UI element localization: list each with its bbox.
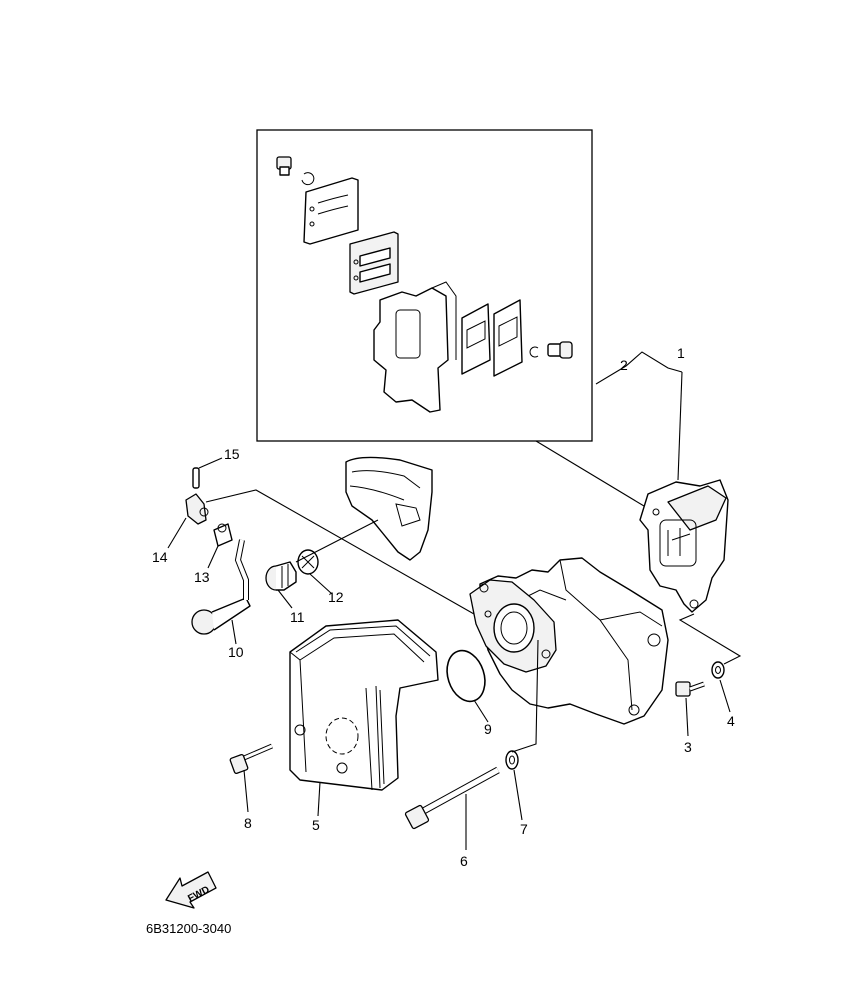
callout-10: 10	[228, 644, 244, 660]
callout-14: 14	[152, 549, 168, 565]
inset-screw-top	[276, 156, 315, 186]
leader-lines	[167, 457, 742, 850]
bolt-short	[229, 743, 273, 774]
bolt-long	[404, 766, 500, 830]
callout-1: 1	[677, 345, 685, 361]
inset-reed-stopper	[303, 177, 359, 245]
pin-15	[192, 467, 200, 489]
callout-6: 6	[460, 853, 468, 869]
callout-9: 9	[484, 721, 492, 737]
inset-reed-body	[373, 281, 457, 413]
callout-5: 5	[312, 817, 320, 833]
carburetor	[469, 579, 557, 673]
washer-4	[711, 661, 725, 679]
callout-13: 13	[194, 569, 210, 585]
forward-direction-arrow: FWD	[165, 871, 217, 909]
intake-silencer	[289, 619, 439, 791]
callout-labels: 1 2 3 4 5 6 7 8 9 10 11 12 13 14 15	[152, 345, 735, 869]
callout-8: 8	[244, 815, 252, 831]
inset-gasket-b	[493, 299, 523, 377]
bolt-3	[675, 681, 705, 697]
inset-reed-petal	[349, 231, 399, 295]
reed-valve-detail-inset	[256, 129, 593, 442]
callout-7: 7	[520, 821, 528, 837]
cap-12	[297, 549, 319, 575]
callout-11: 11	[290, 609, 305, 625]
callout-12: 12	[328, 589, 344, 605]
choke-knob	[191, 539, 251, 635]
grommet-11	[265, 561, 297, 591]
callout-15: 15	[224, 446, 240, 462]
inset-gasket-a	[461, 303, 491, 375]
part-code: 6B31200-3040	[146, 921, 231, 936]
washer-7	[505, 750, 519, 770]
choke-lever	[185, 493, 209, 525]
reed-valve-assembly	[639, 479, 729, 613]
callout-3: 3	[684, 739, 692, 755]
inset-screw-right	[529, 341, 573, 359]
o-ring	[446, 649, 486, 703]
choke-link-clip	[213, 523, 233, 547]
callout-4: 4	[727, 713, 735, 729]
callout-2: 2	[620, 357, 628, 373]
